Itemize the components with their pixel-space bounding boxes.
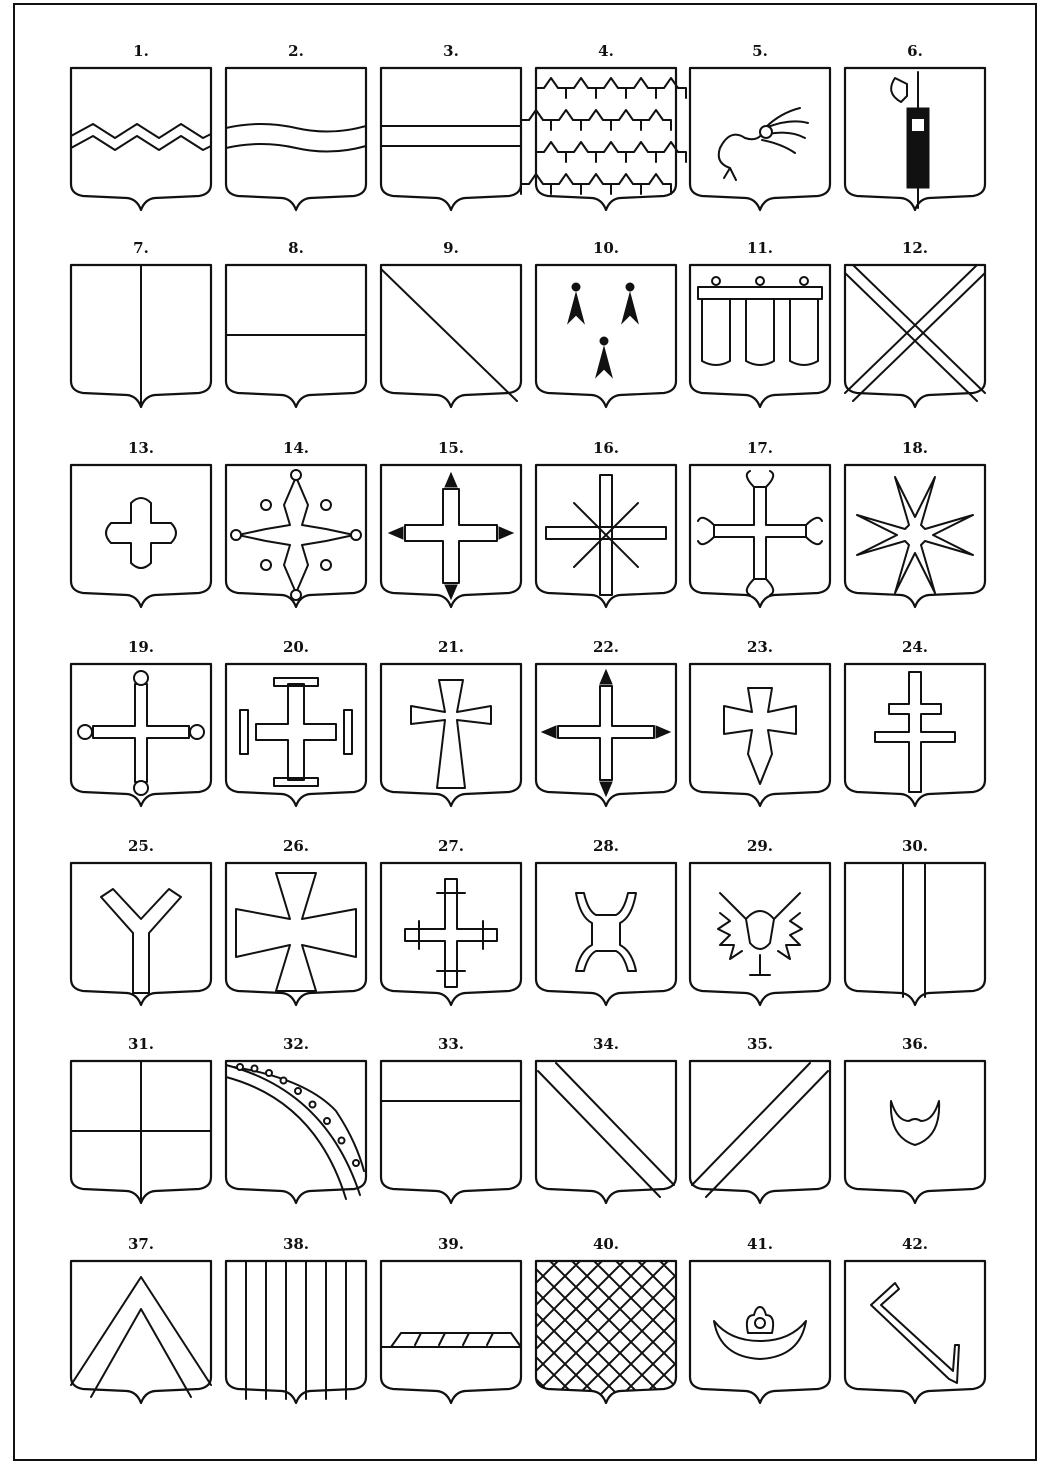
shield-outline [381, 1061, 521, 1203]
shield-label: 11. [747, 239, 773, 257]
shield-29: 29. [690, 837, 830, 1005]
shield-label: 13. [128, 439, 154, 457]
shield-label: 24. [902, 638, 928, 656]
shield-33: 33. [381, 1035, 521, 1203]
shield-label: 9. [443, 239, 459, 257]
shield-label: 42. [902, 1235, 928, 1253]
shield-8: 8. [226, 239, 366, 407]
shield-label: 37. [128, 1235, 154, 1253]
shield-label: 32. [283, 1035, 309, 1053]
shield-3: 3. [381, 42, 521, 210]
shield-outline [690, 68, 830, 210]
shield-20: 20. [226, 638, 366, 806]
shield-outline [536, 265, 676, 407]
shield-label: 20. [283, 638, 309, 656]
shield-label: 16. [593, 439, 619, 457]
shield-label: 6. [907, 42, 923, 60]
shield-label: 15. [438, 439, 464, 457]
shield-26: 26. [226, 837, 366, 1005]
shield-label: 7. [133, 239, 149, 257]
shield-outline [381, 68, 521, 210]
shield-36: 36. [845, 1035, 985, 1203]
shield-label: 31. [128, 1035, 154, 1053]
shield-5: 5. [690, 42, 830, 210]
shield-32: 32. [226, 1035, 366, 1203]
shield-24: 24. [845, 638, 985, 806]
shield-label: 12. [902, 239, 928, 257]
shield-label: 35. [747, 1035, 773, 1053]
shield-14: 14. [226, 439, 366, 607]
shield-22: 22. [536, 638, 676, 806]
shield-label: 33. [438, 1035, 464, 1053]
shield-label: 23. [747, 638, 773, 656]
shield-42: 42. [845, 1235, 985, 1403]
shield-19: 19. [71, 638, 211, 806]
shield-35: 35. [690, 1035, 830, 1203]
shield-41: 41. [690, 1235, 830, 1403]
shield-label: 34. [593, 1035, 619, 1053]
shield-outline [845, 1261, 985, 1403]
shield-label: 14. [283, 439, 309, 457]
shield-label: 39. [438, 1235, 464, 1253]
shield-label: 21. [438, 638, 464, 656]
shield-17: 17. [690, 439, 830, 607]
shield-outline [226, 68, 366, 210]
shield-16: 16. [536, 439, 676, 607]
shield-label: 41. [747, 1235, 773, 1253]
shield-18: 18. [845, 439, 985, 607]
shield-label: 28. [593, 837, 619, 855]
shield-31: 31. [71, 1035, 211, 1203]
shield-7: 7. [71, 239, 211, 407]
shield-34: 34. [536, 1035, 676, 1203]
shield-label: 36. [902, 1035, 928, 1053]
shield-28: 28. [536, 837, 676, 1005]
shield-13: 13. [71, 439, 211, 607]
shield-39: 39. [381, 1235, 521, 1403]
shield-12: 12. [845, 239, 985, 407]
shield-38: 38. [226, 1235, 366, 1403]
shield-label: 38. [283, 1235, 309, 1253]
shield-6: 6. [845, 42, 985, 210]
shield-outline [71, 1261, 211, 1403]
shield-37: 37. [71, 1235, 211, 1403]
shield-label: 5. [752, 42, 768, 60]
shield-outline [845, 265, 985, 407]
shield-label: 22. [593, 638, 619, 656]
charge-label [698, 277, 822, 365]
shield-9: 9. [381, 239, 521, 407]
shield-1: 1. [71, 42, 211, 210]
shield-30: 30. [845, 837, 985, 1005]
shield-label: 27. [438, 837, 464, 855]
shield-outline [536, 1061, 676, 1203]
shield-label: 30. [902, 837, 928, 855]
shield-label: 10. [593, 239, 619, 257]
shield-outline [690, 1061, 830, 1203]
shield-label: 19. [128, 638, 154, 656]
shield-25: 25. [71, 837, 211, 1005]
shield-10: 10. [536, 239, 676, 407]
shield-11: 11. [690, 239, 830, 407]
shield-label: 8. [288, 239, 304, 257]
shield-21: 21. [381, 638, 521, 806]
shield-label: 40. [593, 1235, 619, 1253]
shield-27: 27. [381, 837, 521, 1005]
shield-label: 4. [598, 42, 614, 60]
shield-outline [226, 1061, 366, 1203]
shield-label: 3. [443, 42, 459, 60]
shield-label: 18. [902, 439, 928, 457]
shield-label: 17. [747, 439, 773, 457]
shield-2: 2. [226, 42, 366, 210]
shield-label: 29. [747, 837, 773, 855]
shield-4: 4. [521, 42, 686, 210]
shield-label: 2. [288, 42, 304, 60]
shield-label: 25. [128, 837, 154, 855]
shield-outline [845, 863, 985, 1005]
shield-15: 15. [381, 439, 521, 607]
shield-23: 23. [690, 638, 830, 806]
shield-label: 26. [283, 837, 309, 855]
shield-label: 1. [133, 42, 149, 60]
